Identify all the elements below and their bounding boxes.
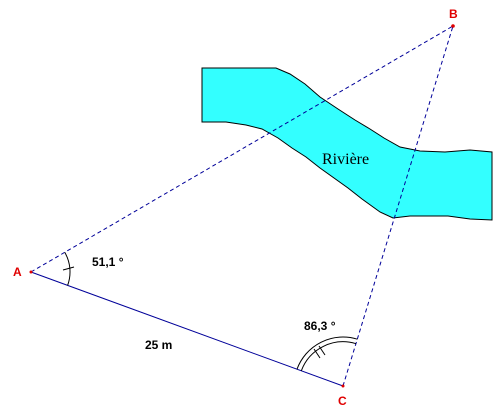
line-a-c bbox=[30, 271, 344, 387]
angle-arc-c-inner bbox=[300, 341, 357, 371]
distance-ac-label: 25 m bbox=[145, 338, 172, 352]
angle-tick-c-2 bbox=[318, 345, 326, 356]
angle-tick-c-1 bbox=[313, 348, 321, 359]
point-a-label: A bbox=[13, 265, 22, 279]
line-a-b bbox=[30, 25, 454, 273]
angle-arc-c-outer bbox=[296, 336, 358, 370]
point-c-label: C bbox=[338, 394, 347, 408]
river bbox=[201, 67, 493, 221]
angle-tick-a bbox=[62, 266, 75, 271]
point-b-marker bbox=[451, 24, 455, 28]
river-label: Rivière bbox=[322, 151, 369, 168]
point-b-label: B bbox=[449, 7, 458, 21]
point-a-marker bbox=[29, 270, 33, 274]
angle-a-label: 51,1 ° bbox=[92, 255, 124, 269]
point-c-marker bbox=[341, 384, 345, 388]
angle-c-label: 86,3 ° bbox=[304, 319, 336, 333]
